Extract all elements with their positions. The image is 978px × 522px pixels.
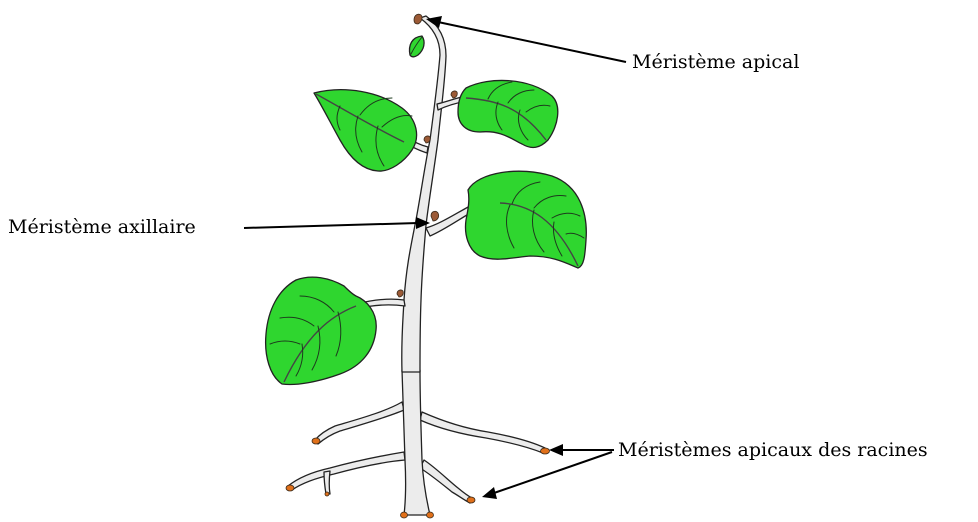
axillary-meristem-bud [430,210,440,222]
leaf-middle-right [464,170,587,269]
leaf-vein [295,343,304,377]
annotation-arrows [243,16,627,499]
leaf-vein [487,81,513,100]
axillary-bud [423,135,431,144]
root-tip [311,437,321,445]
buds [396,13,458,298]
lateral-root-upper-left [314,401,405,445]
leaf-vein [269,340,301,345]
leaf-vein [355,115,363,153]
leaf-midrib [315,93,405,143]
root-tip [400,511,408,519]
arrowhead [426,16,442,28]
leaf-vein [375,125,385,167]
arrowhead [416,217,430,229]
lateral-root-lower-right [419,459,473,504]
lateral-root-lower-left [287,451,406,491]
lateral-root-upper-right [419,411,546,454]
leaves [264,35,587,386]
leaf-vein [517,109,529,141]
root-tip [466,496,476,504]
root-tip [426,511,434,519]
main-root [401,369,431,516]
leaf-vein [410,36,423,55]
label-axillary-meristem: Méristème axillaire [8,216,196,238]
lateral-root-small-branch [323,470,331,495]
leaf-vein [525,104,551,113]
leaf-vein [511,181,541,205]
label-apical-meristem: Méristème apical [632,51,799,73]
leaf-vein [336,105,341,131]
leaf-vein [533,195,567,209]
apical-meristem-bud [413,13,423,25]
leaf-vein [335,311,342,357]
leaf-vein [299,295,335,313]
leaf-vein [551,212,581,219]
label-root-apical-meristems: Méristèmes apicaux des racines [618,439,928,461]
leaf-vein [506,204,515,249]
leaf-vein [565,232,585,239]
leaf-vein [311,325,321,371]
arrow-apical [437,21,627,63]
arrowhead [549,444,563,456]
leaf-upper-right [457,79,559,149]
leaf-midrib [465,97,547,141]
leaf-vein [359,97,393,116]
arrow-root-lower [493,451,613,494]
axillary-bud [396,289,404,298]
axillary-bud [450,90,458,99]
leaf-vein [381,115,413,128]
root-tip [324,491,330,497]
arrow-axillary [243,222,419,229]
main-stem [401,15,447,373]
leaf-vein [495,101,503,131]
leaf-vein [507,89,535,104]
leaf-lower-left [264,276,377,386]
leaf-vein [553,221,563,257]
root-tip [285,484,295,492]
leaf-midrib [499,202,579,267]
leaf-vein [279,316,315,327]
leaf-vein [531,209,545,253]
root-system [285,369,550,519]
leaf-young [408,35,425,58]
arrowhead [482,487,497,499]
root-tip [540,447,550,455]
